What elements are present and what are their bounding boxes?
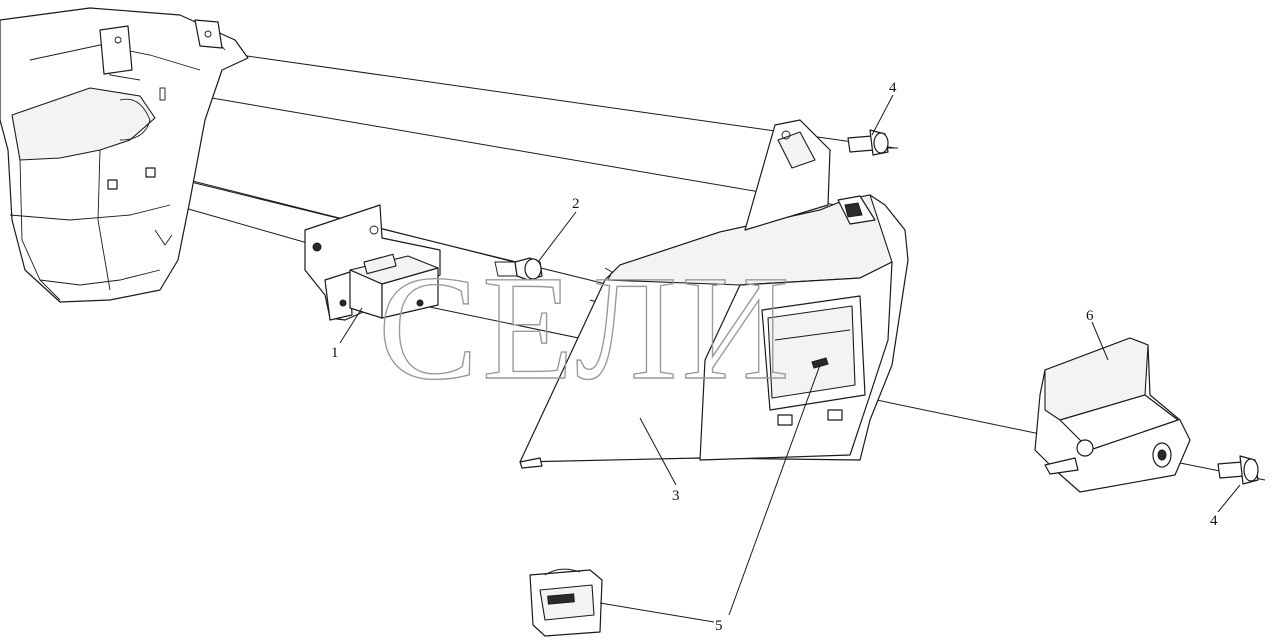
callout-part-3: 3 (672, 488, 680, 504)
leader-part-3 (639, 417, 677, 486)
callout-labels: 1 2 3 4 4 5 6 (331, 80, 1218, 634)
leader-part-5-to-slot (728, 364, 821, 616)
part-3-trim-panel (519, 119, 909, 469)
part-4-bolt-top (847, 129, 889, 156)
leader-part-4-top (871, 94, 894, 136)
leader-part-4-right (1217, 484, 1241, 513)
callout-part-4-right: 4 (1210, 513, 1218, 529)
assembly-line-top-bolt (119, 37, 896, 149)
callout-part-2: 2 (572, 196, 580, 212)
leader-part-6 (1091, 321, 1109, 361)
part-4-bolt-right (1217, 455, 1259, 485)
part-6-cover (1034, 337, 1191, 493)
callout-part-6: 6 (1086, 308, 1094, 324)
callout-part-5: 5 (715, 618, 723, 634)
part-1-bracket (304, 204, 441, 321)
vehicle-body-section (0, 7, 249, 303)
part-5-clip (529, 568, 603, 637)
watermark-text: СЕЛИ (378, 245, 794, 411)
assembly-line-upper-clip (164, 89, 866, 211)
leader-part-5-to-clip (599, 602, 715, 623)
callout-part-1: 1 (331, 345, 339, 361)
part-2-nut (494, 257, 543, 281)
leader-part-1 (339, 307, 363, 344)
leader-part-2 (537, 211, 577, 263)
callout-leaders (339, 94, 1241, 623)
callout-part-4-top: 4 (889, 80, 897, 96)
